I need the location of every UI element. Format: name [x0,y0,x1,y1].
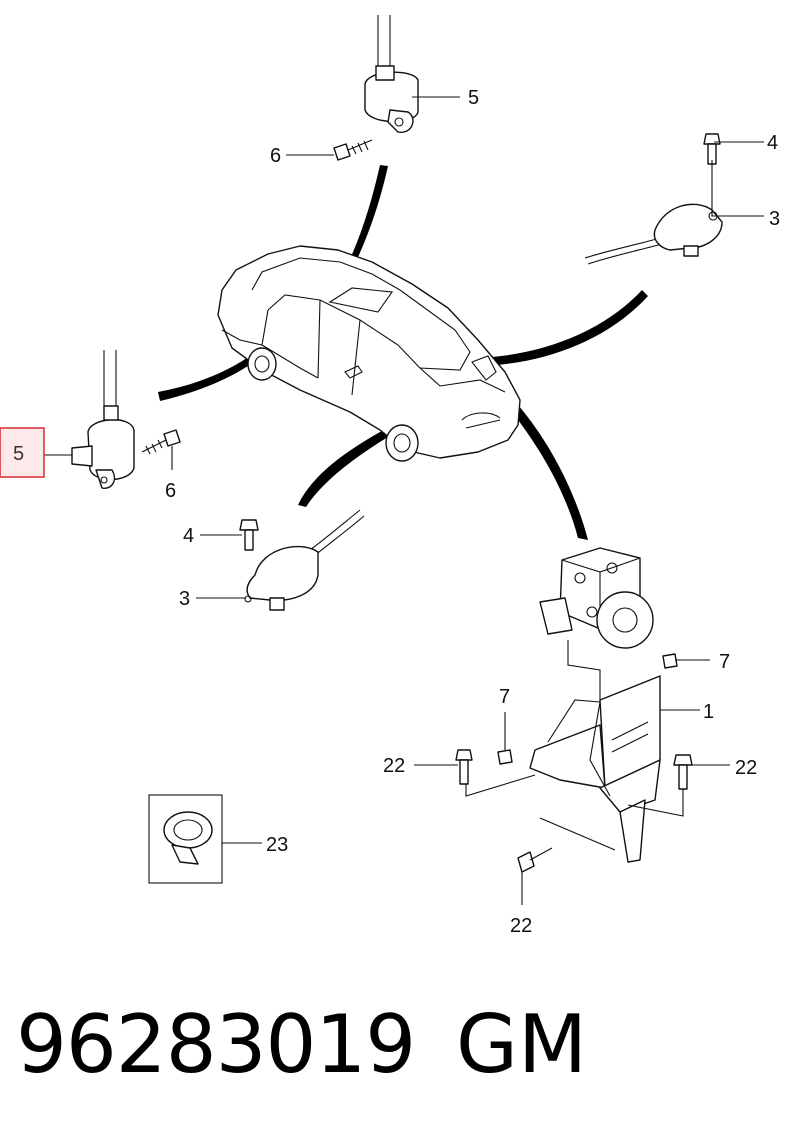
callout-bracket: 1 [703,701,714,723]
bolt-right-upper [703,133,721,165]
connector-strips [158,165,648,540]
highlight-box [0,427,45,478]
car-illustration [217,245,521,462]
bolt-left [141,429,181,455]
bolt-mid [239,519,259,551]
leader-lines [44,96,764,905]
wheel-speed-sensor-mid [244,509,365,611]
wheel-speed-sensor-right [584,203,723,265]
callout-nut-left: 7 [499,686,510,708]
callout-mid-bolt: 4 [183,525,194,547]
callout-nut-right: 7 [719,651,730,673]
nuts-and-bolts [455,653,693,873]
callout-bolt-bottom: 22 [510,915,532,937]
wheel-speed-sensor-left [71,350,135,489]
callout-bolt-right: 22 [735,757,757,779]
callout-labels: 5 6 4 3 5 6 4 3 7 1 7 22 22 23 22 [0,87,780,937]
hose-clip [148,794,223,884]
footer: 96283019 GM [14,1000,794,1100]
part-number: 96283019 [16,998,416,1091]
callout-mid-sensor: 3 [179,588,190,610]
callout-right-bolt: 4 [767,132,778,154]
callout-right-sensor: 3 [769,208,780,230]
callout-clip: 23 [266,834,288,856]
abs-modulator [539,547,654,649]
bolt-top [333,139,373,161]
callout-top-sensor: 5 [468,87,479,109]
callout-bolt-left: 22 [383,755,405,777]
callout-left-sensor: 5 [13,443,24,465]
wheel-speed-sensor-top [364,15,419,133]
brand-label: GM [456,998,588,1091]
callout-left-bolt: 6 [165,480,176,502]
callout-top-bolt: 6 [270,145,281,167]
abs-bracket [529,640,661,863]
